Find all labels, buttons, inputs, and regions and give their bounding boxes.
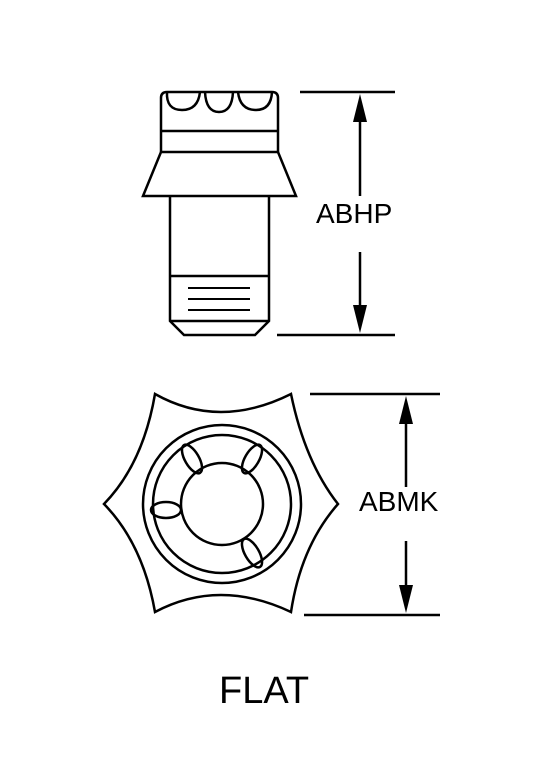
recesses	[149, 443, 264, 569]
star-outline	[102, 392, 340, 614]
abmk-label: ABMK	[359, 486, 439, 517]
shank	[168, 196, 271, 278]
drawing-title: FLAT	[219, 670, 310, 712]
abhp-dimension	[277, 90, 395, 337]
outer-ring	[141, 423, 303, 585]
bore	[179, 461, 265, 547]
inner-ring	[151, 433, 293, 575]
top-view	[102, 392, 340, 614]
abhp-label: ABHP	[316, 198, 393, 229]
flange	[141, 151, 298, 198]
threaded-end	[168, 276, 271, 337]
abmk-dimension	[304, 392, 440, 617]
knurled-cap	[159, 90, 280, 154]
side-view	[141, 90, 298, 337]
